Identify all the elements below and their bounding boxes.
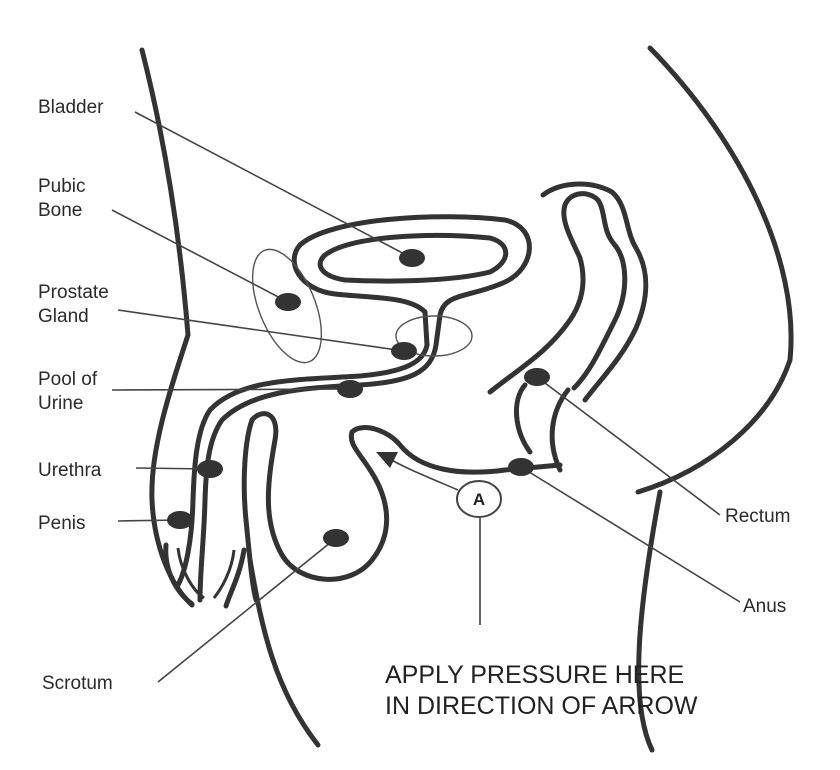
rectum-wall-outer [543,184,646,400]
penis-dot [167,511,193,529]
label-urethra: Urethra [38,460,102,481]
marker-a-letter: A [473,490,485,509]
bladder-dot [399,249,425,267]
pressure-arrow-head [376,452,398,468]
pubic-bone-dot [275,293,301,311]
penis-tip-right [226,550,244,606]
label-scrotum: Scrotum [42,673,113,694]
anus-dot [508,458,534,476]
label-pool-line1: Pool of [38,369,98,390]
label-prostate-line1: Prostate [38,282,109,303]
label-pubic-bone-line1: Pubic [38,176,86,197]
instruction-line1: APPLY PRESSURE HERE [385,661,684,689]
scrotum-dot [323,529,349,547]
prostate-dot [391,342,417,360]
label-pool-line2: Urine [38,393,83,414]
scrotum-outline [252,414,560,580]
label-prostate-line2: Gland [38,306,89,327]
pool-of-urine-leader [112,389,350,390]
pool-of-urine-dot [337,380,363,398]
anus-leader [521,467,740,602]
label-bladder: Bladder [38,97,104,118]
front-leg-outline [250,560,318,745]
back-body-outline [638,48,791,492]
urethra-upper [200,345,436,600]
anal-canal-left [516,385,530,452]
pubic-bone-leader [112,210,288,302]
label-rectum: Rectum [725,506,790,527]
instruction-line2: IN DIRECTION OF ARROW [385,692,698,720]
label-pubic-bone-line2: Bone [38,200,82,221]
label-anus: Anus [743,596,786,617]
anal-canal-right [552,390,568,470]
label-penis: Penis [38,513,86,534]
urethra-dot [197,460,223,478]
rectum-dot [524,368,550,386]
